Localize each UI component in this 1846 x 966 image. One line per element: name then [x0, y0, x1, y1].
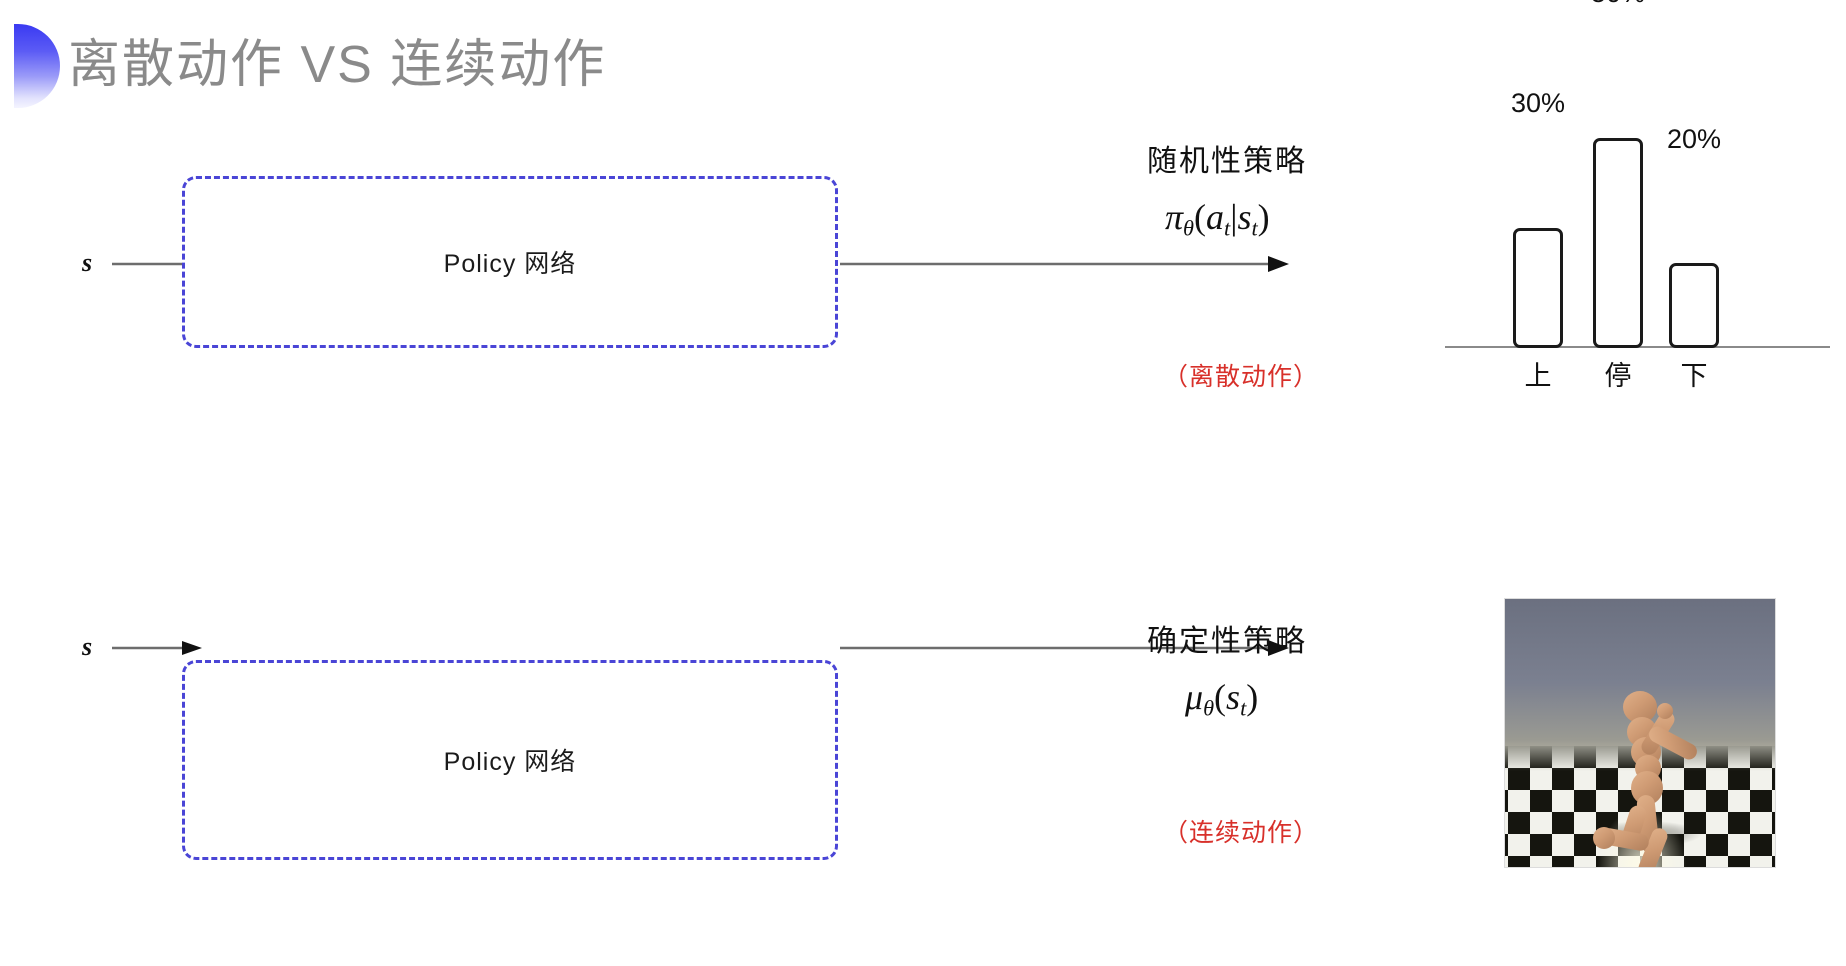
bar-rect-0 [1513, 228, 1563, 348]
formula-var-s: s [1237, 197, 1252, 237]
bar-rect-1 [1593, 138, 1643, 348]
humanoid-hand [1657, 703, 1673, 719]
policy-type-label-discrete: 随机性策略 [1147, 145, 1307, 178]
formula-deterministic: μθ(st) [1185, 676, 1258, 722]
state-input-label-discrete: s [82, 248, 93, 277]
formula-fn-mu: μ [1185, 677, 1204, 717]
formula-stochastic: πθ(at|st) [1165, 196, 1270, 242]
humanoid-simulation-image [1504, 598, 1776, 868]
policy-network-label-discrete: Policy 网络 [443, 250, 577, 278]
policy-network-label-continuous: Policy 网络 [443, 748, 577, 776]
action-probability-bar-chart: 30% 上 50% 停 20% 下 [1445, 0, 1835, 396]
bar-category-2: 下 [1680, 361, 1708, 391]
bar-value-0: 30% [1510, 88, 1566, 118]
bar-rect-2 [1669, 263, 1719, 348]
bar-value-1: 50% [1558, 0, 1678, 9]
policy-network-box-continuous[interactable]: Policy 网络 [182, 660, 838, 860]
formula-paren-close: ) [1257, 197, 1270, 237]
output-arrow-continuous [840, 640, 1289, 656]
formula-bar: | [1230, 197, 1238, 237]
formula-fn-pi: π [1165, 197, 1184, 237]
bar-group-2: 20% 下 [1667, 96, 1721, 391]
bar-category-1: 停 [1604, 361, 1632, 391]
formula-sub-a-t: t [1224, 215, 1231, 241]
formula-sub-s-t: t [1251, 215, 1258, 241]
bar-group-0: 30% 上 [1511, 88, 1565, 391]
annotation-continuous: （连续动作） [1163, 819, 1320, 847]
input-arrow-continuous [112, 641, 202, 655]
bar-value-2: 20% [1666, 124, 1722, 154]
formula-paren-open: ( [1194, 197, 1207, 237]
formula-mu-paren-open: ( [1214, 677, 1227, 717]
page-title: 离散动作 VS 连续动作 [68, 36, 607, 94]
policy-network-box-discrete[interactable]: Policy 网络 [182, 176, 838, 348]
formula-mu-paren-close: ) [1246, 677, 1259, 717]
formula-mu-var-s: s [1226, 677, 1241, 717]
formula-mu-sub-theta: θ [1203, 695, 1215, 721]
annotation-discrete: （离散动作） [1163, 363, 1320, 391]
formula-mu-sub-s-t: t [1240, 695, 1247, 721]
formula-var-a: a [1206, 197, 1225, 237]
bar-group-1: 50% 停 [1591, 0, 1645, 391]
output-arrow-discrete [840, 256, 1289, 272]
title-decoration-icon [14, 24, 60, 108]
policy-type-label-continuous: 确定性策略 [1147, 625, 1307, 658]
formula-sub-theta: θ [1183, 215, 1195, 241]
bar-category-0: 上 [1524, 361, 1552, 391]
humanoid-foot [1593, 827, 1615, 849]
state-input-label-continuous: s [82, 632, 93, 661]
